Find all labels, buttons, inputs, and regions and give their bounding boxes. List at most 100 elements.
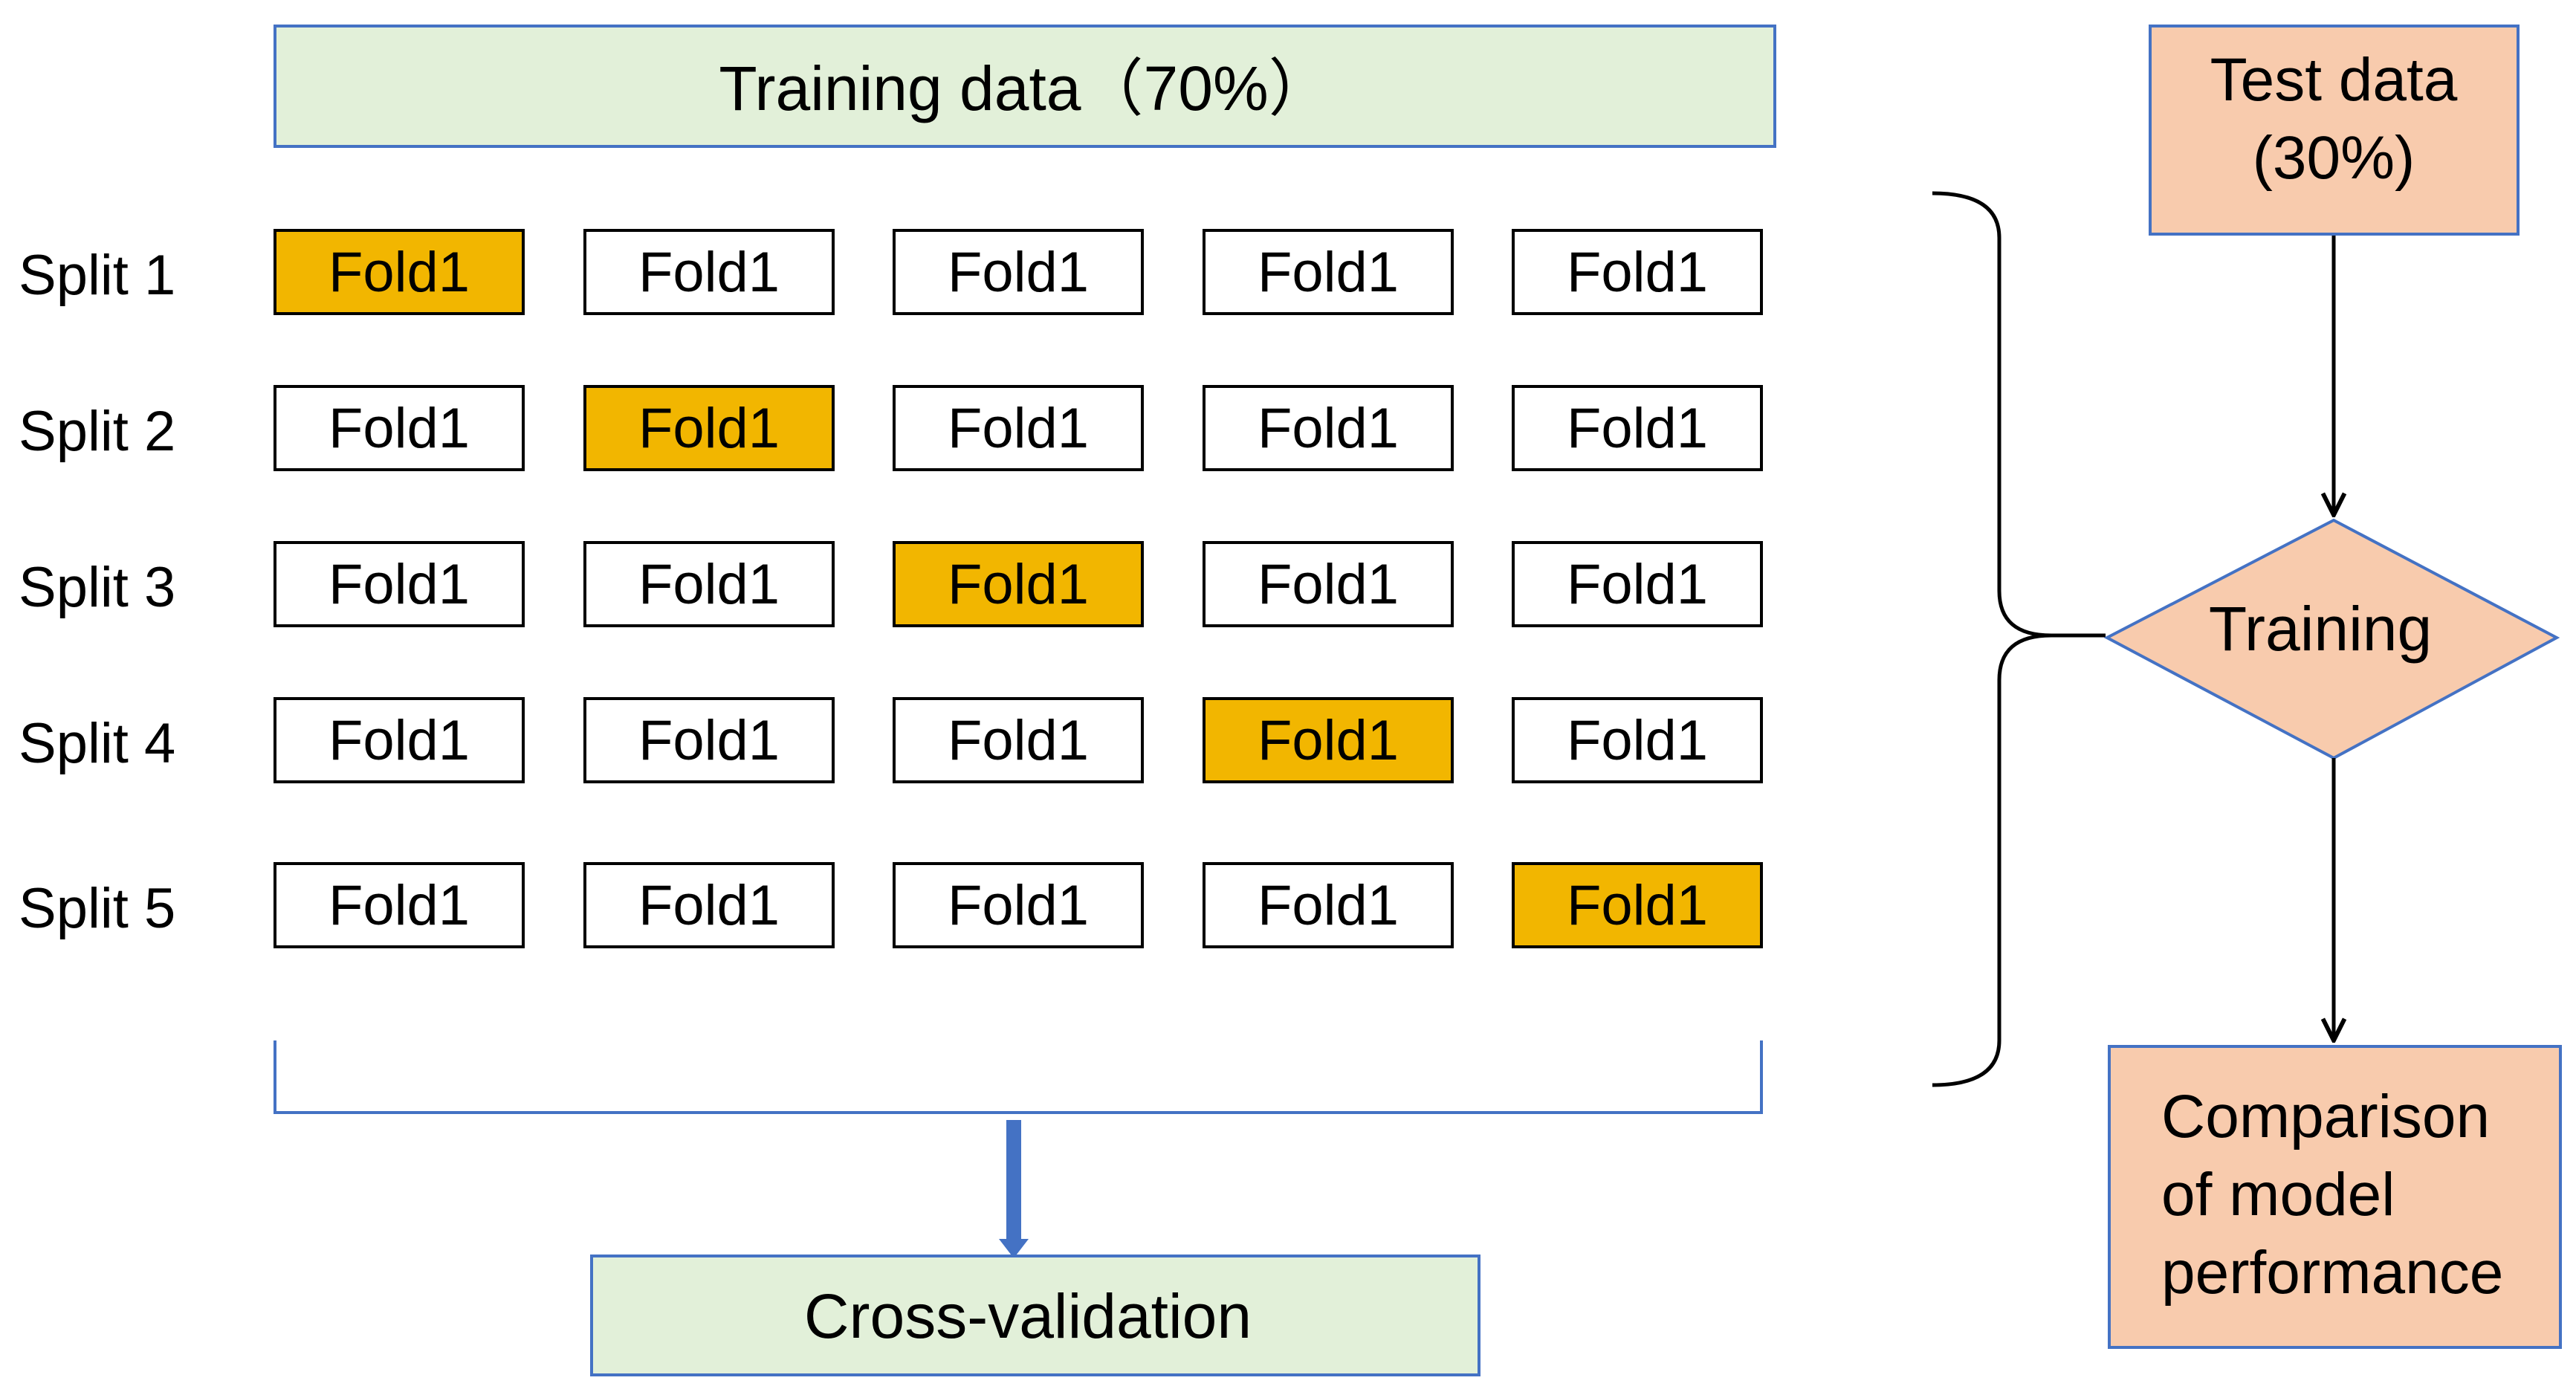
splits-brace — [1932, 191, 2106, 1087]
fold-box: Fold1 — [893, 385, 1144, 471]
split-label: Split 2 — [19, 400, 175, 463]
fold-box: Fold1 — [893, 229, 1144, 315]
training-node: Training — [2103, 518, 2560, 760]
fold-rect — [1203, 541, 1454, 627]
training-data-box — [274, 25, 1776, 148]
fold-box-validation: Fold1 — [1512, 862, 1763, 948]
fold-rect — [274, 541, 525, 627]
fold-rect — [274, 385, 525, 471]
fold-label: Fold1 — [329, 874, 470, 937]
fold-rect — [1512, 697, 1763, 783]
split-label: Split 3 — [19, 556, 175, 619]
cross-validation-node: Cross-validation — [590, 1255, 1480, 1376]
fold-label: Fold1 — [638, 553, 780, 616]
fold-label: Fold1 — [948, 553, 1089, 616]
training-data-label: Training data（70%） — [719, 54, 1330, 123]
fold-box: Fold1 — [1512, 541, 1763, 627]
fold-box-validation: Fold1 — [583, 385, 835, 471]
fold-box: Fold1 — [1512, 385, 1763, 471]
fold-rect — [893, 229, 1144, 315]
split-row: Split 4 Fold1 Fold1 Fold1 Fold1 Fold1 — [19, 697, 1763, 783]
fold-rect — [1203, 862, 1454, 948]
fold-box: Fold1 — [583, 229, 835, 315]
fold-label: Fold1 — [329, 553, 470, 616]
fold-rect — [274, 862, 525, 948]
split-label: Split 5 — [19, 877, 175, 940]
fold-label: Fold1 — [948, 874, 1089, 937]
fold-label: Fold1 — [638, 397, 780, 460]
fold-box: Fold1 — [1512, 229, 1763, 315]
fold-label: Fold1 — [638, 874, 780, 937]
split-label: Split 1 — [19, 244, 175, 307]
fold-box: Fold1 — [1203, 229, 1454, 315]
fold-rect — [1512, 229, 1763, 315]
fold-label: Fold1 — [329, 241, 470, 304]
fold-label: Fold1 — [638, 241, 780, 304]
fold-rect — [1512, 541, 1763, 627]
fold-box: Fold1 — [1203, 541, 1454, 627]
training-data-node: Training data（70%） — [274, 25, 1776, 148]
fold-label: Fold1 — [1567, 709, 1708, 772]
comparison-node: Comparison of model performance — [2108, 1045, 2562, 1349]
fold-label: Fold1 — [329, 397, 470, 460]
split-label: Split 4 — [19, 712, 175, 775]
fold-rect — [893, 862, 1144, 948]
fold-label: Fold1 — [638, 709, 780, 772]
fold-rect — [893, 541, 1144, 627]
fold-rect — [583, 229, 835, 315]
fold-label: Fold1 — [1258, 709, 1399, 772]
fold-box: Fold1 — [893, 697, 1144, 783]
fold-rect — [583, 697, 835, 783]
fold-box-validation: Fold1 — [274, 229, 525, 315]
fold-rect — [1203, 385, 1454, 471]
fold-label: Fold1 — [948, 709, 1089, 772]
cross-validation-bracket — [274, 1040, 1763, 1114]
split-row: Split 1 Fold1 Fold1 Fold1 Fold1 Fold1 — [19, 229, 1763, 315]
fold-label: Fold1 — [1567, 553, 1708, 616]
fold-label: Fold1 — [1567, 241, 1708, 304]
fold-label: Fold1 — [1258, 553, 1399, 616]
fold-rect — [583, 862, 835, 948]
fold-box: Fold1 — [274, 862, 525, 948]
fold-box: Fold1 — [1203, 385, 1454, 471]
fold-label: Fold1 — [1258, 874, 1399, 937]
training-label: Training — [2209, 594, 2432, 664]
comparison-label-line1: Comparison — [2161, 1083, 2490, 1150]
comparison-label-line2: of model — [2161, 1161, 2395, 1228]
fold-label: Fold1 — [1567, 397, 1708, 460]
fold-rect — [1203, 697, 1454, 783]
fold-label: Fold1 — [948, 397, 1089, 460]
test-data-label-line1: Test data — [2210, 46, 2458, 114]
fold-label: Fold1 — [329, 709, 470, 772]
fold-rect — [1512, 385, 1763, 471]
fold-rect — [1512, 862, 1763, 948]
fold-box: Fold1 — [1512, 697, 1763, 783]
fold-box: Fold1 — [1203, 862, 1454, 948]
fold-box-validation: Fold1 — [1203, 697, 1454, 783]
fold-box: Fold1 — [274, 541, 525, 627]
test-data-label-line2: (30%) — [2253, 124, 2415, 192]
test-data-node: Test data (30%) — [2149, 25, 2520, 236]
fold-rect — [893, 697, 1144, 783]
split-row: Split 2 Fold1 Fold1 Fold1 Fold1 Fold1 — [19, 385, 1763, 471]
fold-rect — [893, 385, 1144, 471]
comparison-box — [2108, 1045, 2562, 1349]
fold-label: Fold1 — [1567, 874, 1708, 937]
fold-box: Fold1 — [583, 862, 835, 948]
fold-label: Fold1 — [1258, 397, 1399, 460]
cross-validation-arrow — [999, 1120, 1029, 1258]
cross-validation-box — [590, 1255, 1480, 1376]
cross-validation-label: Cross-validation — [804, 1281, 1252, 1351]
fold-label: Fold1 — [1258, 241, 1399, 304]
fold-rect — [583, 385, 835, 471]
comparison-label-line3: performance — [2161, 1239, 2503, 1307]
test-data-box — [2149, 25, 2520, 236]
fold-box: Fold1 — [274, 385, 525, 471]
fold-label: Fold1 — [948, 241, 1089, 304]
fold-box: Fold1 — [583, 697, 835, 783]
fold-rect — [274, 697, 525, 783]
fold-rect — [1203, 229, 1454, 315]
split-row: Split 5 Fold1 Fold1 Fold1 Fold1 Fold1 — [19, 862, 1763, 948]
